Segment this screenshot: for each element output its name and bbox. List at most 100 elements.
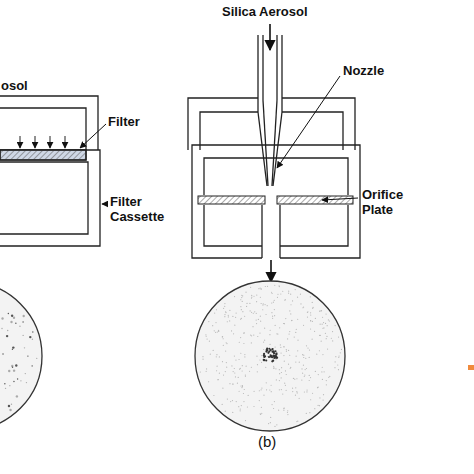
particle-dot — [256, 313, 257, 314]
particle-dot — [20, 380, 21, 381]
particle-dot — [301, 368, 302, 369]
particle-dot — [320, 310, 321, 311]
particle-dot — [216, 309, 217, 310]
particle-dot — [275, 359, 276, 360]
particle-dot — [275, 346, 276, 347]
particle-dot — [297, 421, 298, 422]
particle-dot — [265, 314, 266, 315]
particle-dot — [332, 331, 333, 332]
particle-dot — [307, 312, 308, 313]
particle-dot — [281, 377, 282, 378]
particle-dot — [287, 414, 288, 415]
particle-dot — [244, 332, 245, 333]
particle-dot — [299, 398, 300, 399]
particle-dot — [276, 379, 277, 380]
particle-dot — [269, 389, 270, 390]
particle-dot — [242, 311, 243, 312]
particle-dot — [329, 320, 330, 321]
particle-dot — [297, 297, 298, 298]
particle-dot — [225, 312, 226, 313]
particle-dot — [326, 384, 327, 385]
particle-dot — [335, 325, 336, 326]
panel-label: (b) — [258, 434, 276, 449]
particle-dot — [273, 368, 274, 369]
particle-dot — [285, 299, 286, 300]
particle-dot — [224, 303, 225, 304]
filter-disc — [195, 281, 345, 431]
particle-dot — [292, 388, 293, 389]
particle-dot — [295, 362, 296, 363]
particle-dot — [283, 408, 284, 409]
particle-dot — [258, 319, 259, 320]
particle-dot — [279, 389, 280, 390]
particle-dot — [232, 412, 233, 413]
particle-dot — [327, 325, 328, 326]
part-label: Nozzle — [343, 63, 384, 78]
particle-dot — [278, 410, 279, 411]
particle-dot — [322, 328, 323, 329]
particle-dot — [242, 295, 243, 296]
particle-dot — [319, 350, 320, 351]
particle-dot — [210, 354, 211, 355]
particle-dot — [226, 343, 227, 344]
particle-dot — [288, 364, 289, 365]
particle-dot — [284, 361, 285, 362]
particle-dot — [326, 336, 327, 337]
particle-dot — [244, 356, 245, 357]
particle-dot — [291, 320, 292, 321]
particle-dot — [271, 391, 272, 392]
particle-dot — [266, 382, 267, 383]
particle-dot — [280, 347, 281, 348]
particle-dot — [261, 303, 262, 304]
particle-dot — [241, 318, 242, 319]
particle-dot — [256, 320, 257, 321]
particle-dot — [15, 364, 17, 366]
particle-dot — [335, 356, 336, 357]
particle-dot — [273, 367, 274, 368]
particle-dot — [260, 316, 261, 317]
particle-dot — [305, 369, 306, 370]
particle-dot — [274, 300, 275, 301]
particle-dot — [284, 407, 285, 408]
particle-dot — [235, 359, 236, 360]
particle-dot — [271, 404, 272, 405]
particle-dot — [244, 354, 245, 355]
particle-dot — [288, 333, 289, 334]
particle-dot — [244, 389, 245, 390]
particle-dot — [271, 292, 272, 293]
particle-dot — [303, 325, 304, 326]
particle-dot — [251, 295, 252, 296]
particle-dot — [275, 353, 277, 355]
particle-dot — [276, 424, 277, 425]
particle-dot — [319, 405, 320, 406]
particle-dot — [263, 395, 264, 396]
particle-dot — [238, 377, 239, 378]
particle-dot — [259, 400, 260, 401]
particle-dot — [289, 355, 290, 356]
particle-dot — [307, 347, 308, 348]
particle-dot — [338, 337, 339, 338]
particle-dot — [274, 426, 275, 427]
particle-dot — [219, 373, 220, 374]
particle-dot — [321, 310, 322, 311]
particle-dot — [216, 354, 217, 355]
particle-dot — [225, 411, 226, 412]
particle-dot — [235, 317, 236, 318]
particle-dot — [317, 405, 318, 406]
particle-dot — [269, 354, 271, 356]
particle-dot — [265, 359, 267, 361]
particle-dot — [259, 332, 260, 333]
particle-dot — [245, 292, 246, 293]
particle-dot — [242, 386, 243, 387]
particle-dot — [260, 288, 261, 289]
particle-dot — [325, 313, 326, 314]
particle-dot — [315, 371, 316, 372]
particle-dot — [29, 336, 31, 338]
particle-dot — [287, 412, 288, 413]
particle-dot — [294, 379, 295, 380]
particle-dot — [264, 304, 265, 305]
particle-dot — [268, 350, 270, 352]
particle-dot — [274, 315, 275, 316]
particle-dot — [306, 391, 307, 392]
